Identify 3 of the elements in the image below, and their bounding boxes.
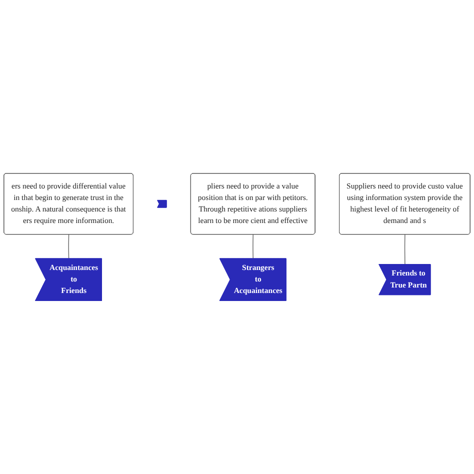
connector bbox=[252, 234, 254, 260]
connector bbox=[68, 234, 70, 260]
connector bbox=[404, 234, 406, 265]
